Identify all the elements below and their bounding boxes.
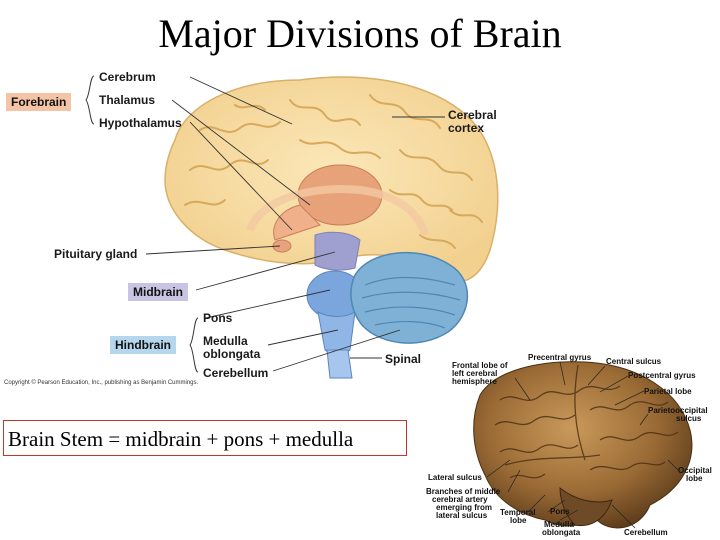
photo-brain [473,361,693,529]
photo-label-medulla-line1: Medulla [544,520,574,529]
photo-leaders [486,361,679,529]
hindbrain-brace [189,317,199,373]
photo-label-temporal-line2: lobe [510,516,527,525]
page-title: Major Divisions of Brain [158,11,562,56]
copyright-text: Copyright © Pearson Education, Inc., pub… [4,380,199,386]
hypothalamus-shape [273,204,321,241]
photo-label-lateral-sulcus: Lateral sulcus [428,473,482,482]
label-medulla-line1: Medulla [203,334,248,348]
label-pituitary-gland: Pituitary gland [54,247,138,261]
photo-label-precentral-gyrus: Precentral gyrus [528,353,592,362]
photo-label-medulla-line2: oblongata [542,528,581,537]
photo-label-occipital-line2: lobe [686,474,703,483]
label-pons: Pons [203,311,233,325]
group-midbrain: Midbrain [128,283,188,301]
midbrain-shape [314,231,361,271]
leader-lines [145,76,445,372]
photo-label-branches-line4: lateral sulcus [436,511,488,520]
gyri-lines [184,94,483,249]
photo-label-parietooccipital-line2: sulcus [676,414,702,423]
photo-label-postcentral-gyrus: Postcentral gyrus [628,371,696,380]
photo-label-parietal-lobe: Parietal lobe [644,387,692,396]
label-cerebrum: Cerebrum [99,70,156,84]
label-thalamus: Thalamus [99,93,156,107]
photo-label-frontal-line2: left cerebral [452,369,498,378]
photo-label-central-sulcus: Central sulcus [606,357,662,366]
photo-label-branches-line3: emerging from [436,503,493,512]
label-medulla-line2: oblongata [203,347,261,361]
label-cerebellum: Cerebellum [203,366,269,380]
photo-label-parietooccipital-line1: Parietooccipital [648,406,708,415]
group-hindbrain: Hindbrain [110,336,176,354]
brain-stem-caption: Brain Stem = midbrain + pons + medulla [3,420,407,456]
label-spinal: Spinal [385,352,422,366]
photo-label-pons: Pons [550,507,570,516]
label-hypothalamus: Hypothalamus [99,116,182,130]
photo-label-frontal-line1: Frontal lobe of [452,361,508,370]
group-forebrain: Forebrain [6,93,72,111]
label-cerebral-cortex-line2: cortex [448,121,485,135]
cerebellum-shape [350,252,469,344]
photo-label-branches-line2: cerebral artery [432,495,488,504]
photo-label-occipital-line1: Occipital [678,466,712,475]
photo-label-cerebellum: Cerebellum [624,528,668,537]
photo-label-branches-line1: Branches of middle [426,487,501,496]
spinal-cord-shape [326,349,353,379]
label-cerebral-cortex-line1: Cerebral [448,108,497,122]
photo-label-frontal-line3: hemisphere [452,377,497,386]
photo-label-temporal-line1: Temporal [500,508,536,517]
forebrain-brace [85,75,95,125]
photo-gyri [494,364,679,479]
cerebellum-folia [361,276,461,329]
